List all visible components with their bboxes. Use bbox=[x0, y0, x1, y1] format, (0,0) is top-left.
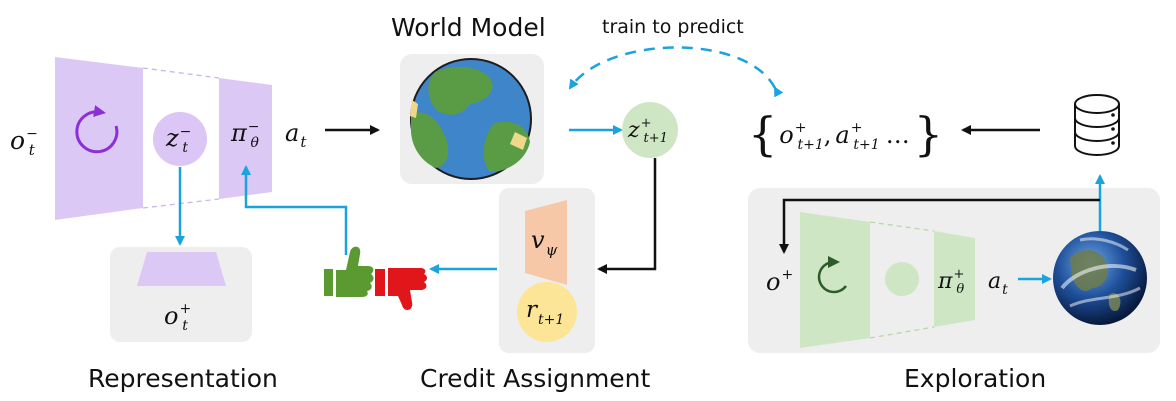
z-next-label: z+t+1 bbox=[627, 116, 668, 146]
v-psi-label: vψ bbox=[531, 226, 558, 259]
z-minus-node bbox=[153, 112, 207, 166]
arrow-feedback-to-policy bbox=[241, 165, 348, 255]
reward-node bbox=[517, 282, 577, 342]
arrow-train-to-predict bbox=[568, 46, 784, 98]
caption-train: train to predict bbox=[602, 16, 744, 38]
circular-arrow-icon bbox=[817, 256, 847, 294]
thumbs-up-icon bbox=[324, 246, 374, 297]
pi-minus-label: π−θ bbox=[230, 119, 260, 151]
caption-exploration: Exploration bbox=[904, 364, 1046, 393]
a-t-exp-label: at bbox=[988, 269, 1008, 298]
a-t-label: at bbox=[285, 119, 307, 151]
o-plus-exp-label: o+ bbox=[766, 267, 793, 296]
caption-world-model: World Model bbox=[391, 13, 546, 42]
caption-credit: Credit Assignment bbox=[420, 364, 651, 393]
value-head-shape bbox=[525, 200, 567, 285]
pi-plus-label: π+θ bbox=[937, 267, 964, 297]
thumbs-down-icon bbox=[375, 268, 427, 311]
o-minus-label: o−t bbox=[10, 126, 38, 159]
database-icon bbox=[1074, 94, 1120, 156]
arrow-feedback-to-observation bbox=[779, 198, 1100, 254]
z-minus-label: z−t bbox=[165, 124, 191, 156]
earth-photo-icon bbox=[1053, 231, 1147, 325]
circular-arrow-icon bbox=[75, 105, 119, 154]
caption-representation: Representation bbox=[88, 364, 278, 393]
latent-node bbox=[885, 262, 919, 296]
r-label: rt+1 bbox=[526, 297, 564, 328]
arrow-z-to-critic bbox=[597, 158, 657, 274]
z-next-node bbox=[622, 102, 678, 158]
set-label: {o+t+1,a+t+1…} bbox=[748, 107, 943, 161]
decoder-trapezoid bbox=[137, 252, 226, 286]
o-plus-rep-label: o+t bbox=[164, 301, 191, 334]
globe-cartoon-icon bbox=[410, 58, 532, 180]
